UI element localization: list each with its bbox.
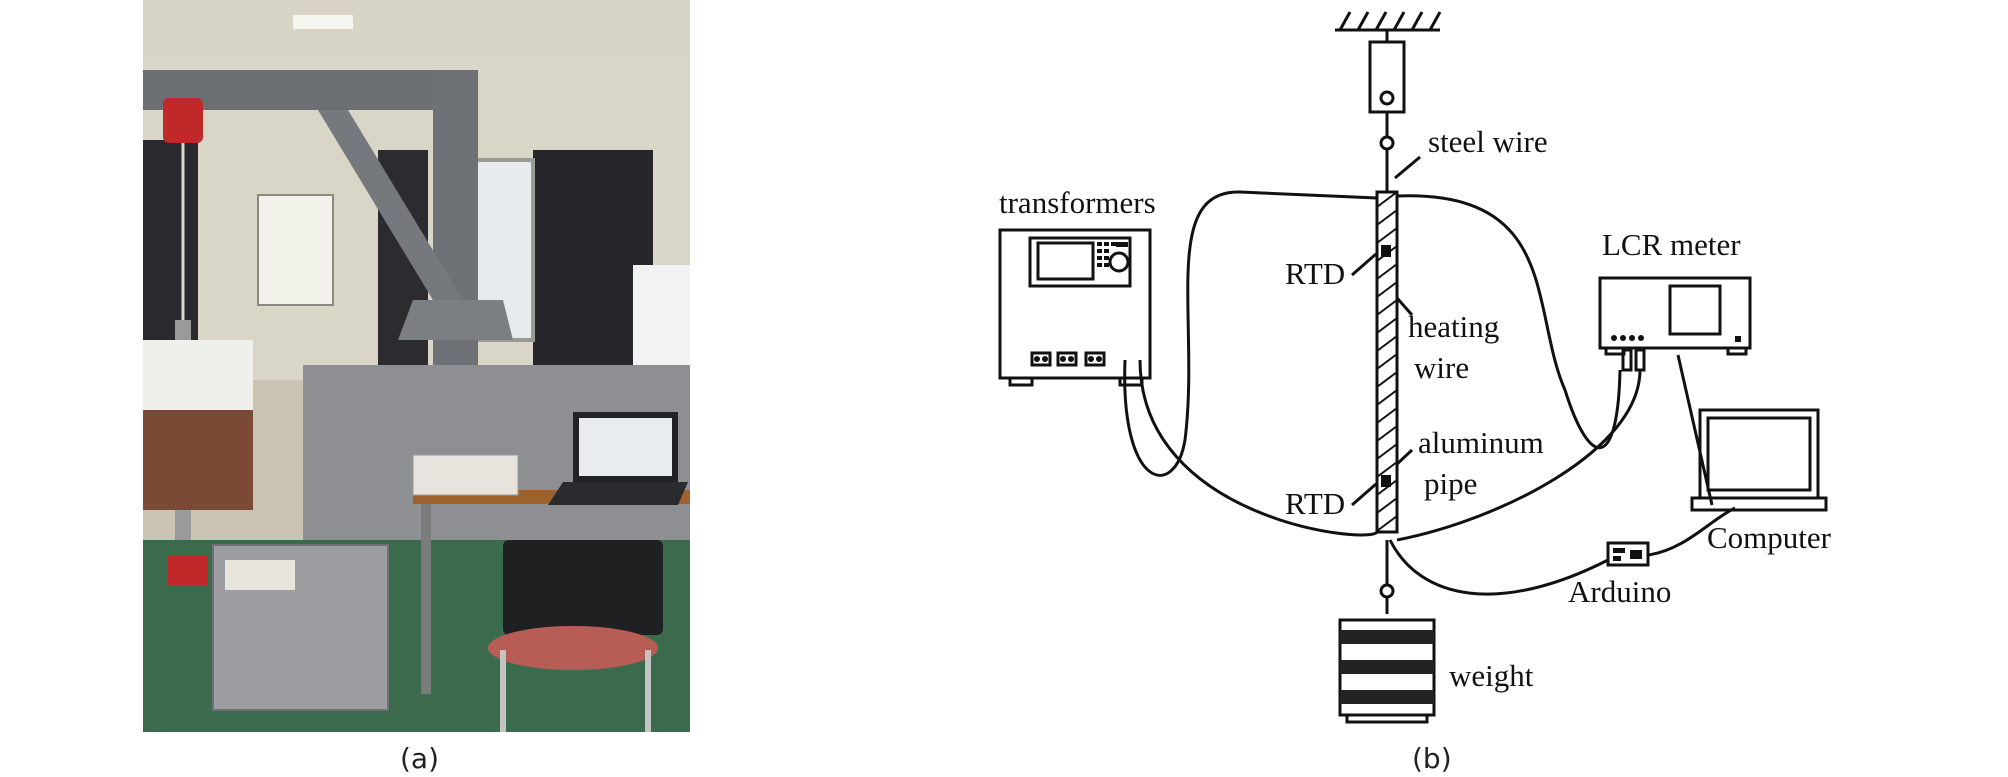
caption-b: (b) xyxy=(1412,742,1452,775)
label-lcr-meter: LCR meter xyxy=(1602,227,1741,262)
caption-a: (a) xyxy=(400,742,440,775)
table-leg xyxy=(421,504,431,694)
lab-setup-photo xyxy=(143,0,690,732)
label-heating: heating xyxy=(1408,309,1499,344)
chair-seat xyxy=(488,626,658,670)
label-arduino: Arduino xyxy=(1568,574,1671,609)
transformer-cable-lower xyxy=(1138,359,1379,537)
arduino-board xyxy=(1606,541,1650,567)
curtain-left xyxy=(143,140,198,340)
wood-cabinet xyxy=(143,410,253,510)
label-rtd-bottom: RTD xyxy=(1285,486,1345,521)
transformers-unit xyxy=(998,228,1152,387)
transformer-cable-upper xyxy=(1123,190,1378,477)
pointer-rtd-bottom xyxy=(1351,482,1377,507)
arduino-sensor-link xyxy=(1388,539,1609,596)
schematic-diagram: steel wire transformers LCR meter RTD he… xyxy=(998,11,1832,724)
lcr-cable-top xyxy=(1396,194,1622,450)
lcr-meter-unit xyxy=(1598,276,1752,372)
lcr-computer-link xyxy=(1676,354,1714,506)
frame-brace xyxy=(318,110,463,300)
label-transformers: transformers xyxy=(999,185,1156,220)
computer-unit xyxy=(1690,408,1828,512)
white-cabinet xyxy=(633,265,690,365)
label-computer: Computer xyxy=(1707,520,1832,555)
label-weight: weight xyxy=(1449,658,1534,693)
transformer-panel xyxy=(225,560,295,590)
pointer-rtd-top xyxy=(1351,252,1377,277)
weight-block xyxy=(1338,618,1436,724)
laptop-base xyxy=(548,482,688,505)
ceiling xyxy=(143,0,690,60)
ceiling-light xyxy=(293,15,353,29)
notice-board xyxy=(257,194,334,306)
label-steel-wire: steel wire xyxy=(1428,124,1548,159)
pointer-aluminum-pipe xyxy=(1395,448,1414,466)
label-rtd-top: RTD xyxy=(1285,256,1345,291)
weight-photo xyxy=(168,555,208,585)
label-wire: wire xyxy=(1414,350,1469,385)
pointer-steel-wire xyxy=(1394,155,1421,180)
hoist xyxy=(163,98,203,143)
label-aluminum: aluminum xyxy=(1418,425,1544,460)
lcr-cable-bottom xyxy=(1396,369,1642,542)
chair-back xyxy=(503,540,663,635)
wire-ring-top xyxy=(1379,135,1395,151)
wire-ring-bottom xyxy=(1379,583,1395,599)
lcr-meter-photo xyxy=(412,454,519,496)
pointer-heating-wire xyxy=(1395,297,1414,316)
arduino-computer-link xyxy=(1647,506,1736,557)
frame-base xyxy=(398,300,513,340)
ceiling-mount xyxy=(1335,11,1442,114)
label-pipe: pipe xyxy=(1424,466,1477,501)
refrigerator xyxy=(143,340,253,420)
aluminum-pipe xyxy=(1375,190,1399,534)
laptop-display xyxy=(579,418,672,476)
